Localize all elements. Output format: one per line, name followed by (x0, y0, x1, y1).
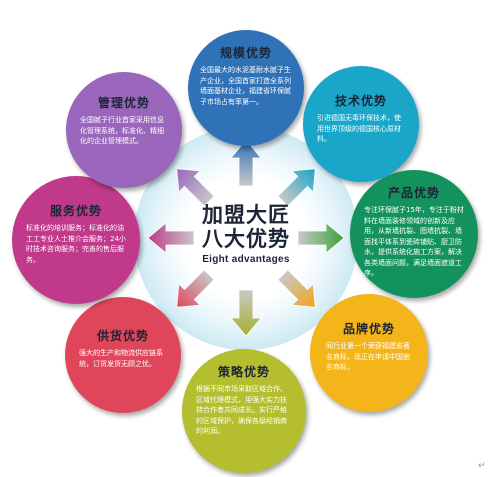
advantage-brand-circle: 品牌优势同行业第一个荣获福建省著名商标，现正在申请中国驰名商标。 (310, 294, 428, 412)
center-title-line2: 八大优势 (202, 226, 290, 251)
center-title: 加盟大匠 八大优势 Eight advantages (194, 203, 298, 266)
advantage-strategy-title: 策略优势 (217, 365, 270, 379)
advantage-product-circle: 产品优势专注环保腻子15年，专注于粉材料在墙面装修领域的创新及应用，从新墙抗裂、… (350, 170, 478, 298)
advantage-management-circle: 管理优势全国腻子行业首家采用信息化管理系统，标准化、精细化的企业管理模式。 (66, 72, 182, 188)
advantage-management-text: 全国腻子行业首家采用信息化管理系统，标准化、精细化的企业管理模式。 (80, 116, 164, 145)
advantage-supply-circle: 供货优势强大的生产和物流供应链系统，订货发货无顾之忧。 (65, 297, 181, 413)
up-right-arrow-icon (277, 168, 316, 207)
center-title-line1: 加盟大匠 (202, 202, 290, 227)
advantage-scale-text: 全国最大的水泥基耐水腻子生产企业，全国首家打造全系列墙面基材企业，福建省环保腻子… (200, 66, 291, 106)
center-disc (192, 184, 300, 292)
up-arrow-icon (230, 139, 262, 187)
advantage-service-circle: 服务优势标准化的培训服务；标准化的油工工专业人士推介会服务；24小时技术咨询服务… (12, 176, 140, 304)
down-left-arrow-icon (176, 269, 215, 308)
advantage-scale-title: 规模优势 (219, 46, 272, 60)
advantage-service-text: 标准化的培训服务；标准化的油工工专业人士推介会服务；24小时技术咨询服务；完善的… (26, 224, 126, 264)
down-right-arrow-icon (277, 269, 316, 308)
advantage-tech-circle: 技术优势引进德国无毒环保技术，使用世界顶级的德国核心原材料。 (303, 66, 419, 182)
advantage-tech-title: 技术优势 (334, 94, 387, 108)
advantage-service-title: 服务优势 (49, 204, 102, 218)
left-arrow-icon (147, 222, 195, 254)
advantage-management-title: 管理优势 (97, 96, 150, 110)
return-mark-icon: ↵ (478, 461, 486, 471)
advantage-brand-title: 品牌优势 (342, 322, 395, 336)
center-subtitle: Eight advantages (202, 254, 290, 265)
advantage-brand-text: 同行业第一个荣获福建省著名商标，现正在申请中国驰名商标。 (326, 342, 410, 371)
advantage-supply-title: 供货优势 (96, 329, 149, 343)
advantage-product-title: 产品优势 (387, 186, 440, 200)
advantage-strategy-text: 根据不同市场采取区域合作、区域代理模式，用强大实力扶持合作者共同成长。实行严格的… (196, 385, 287, 435)
up-left-arrow-icon (176, 168, 215, 207)
advantage-supply-text: 强大的生产和物流供应链系统，订货发货无顾之忧。 (79, 349, 163, 368)
advantage-tech-text: 引进德国无毒环保技术，使用世界顶级的德国核心原材料。 (317, 114, 401, 143)
advantage-strategy-circle: 策略优势根据不同市场采取区域合作、区域代理模式，用强大实力扶持合作者共同成长。实… (182, 349, 306, 473)
advantage-scale-circle: 规模优势全国最大的水泥基耐水腻子生产企业，全国首家打造全系列墙面基材企业，福建省… (188, 30, 304, 146)
down-arrow-icon (230, 289, 262, 337)
right-arrow-icon (297, 222, 345, 254)
advantage-product-text: 专注环保腻子15年，专注于粉材料在墙面装修领域的创新及应用，从新墙抗裂、图墙抗裂… (364, 206, 464, 277)
